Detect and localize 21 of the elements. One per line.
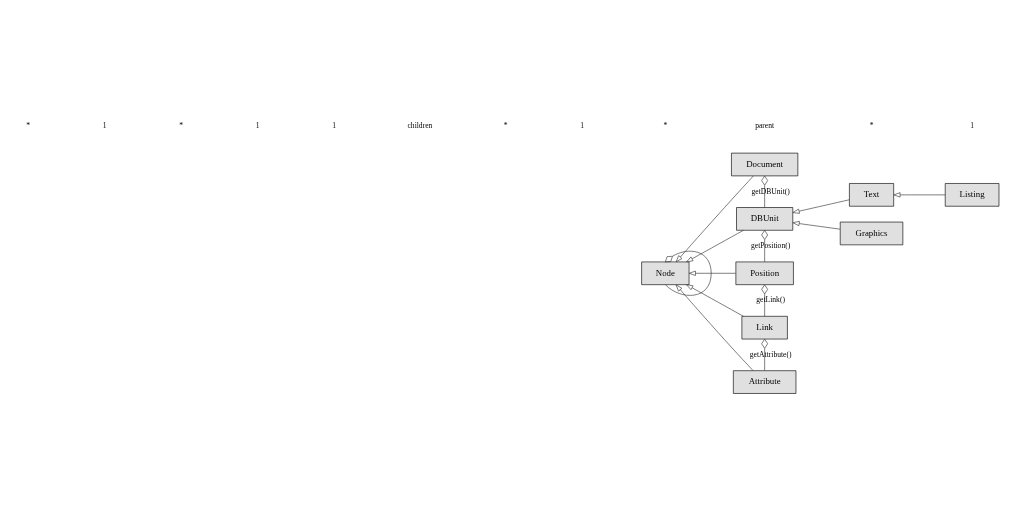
node-box: Attribute (733, 370, 797, 394)
arrow (675, 284, 754, 371)
arrow (675, 175, 754, 263)
connector (761, 175, 768, 208)
node-box: Listing (944, 183, 1000, 207)
arrow (686, 284, 744, 317)
node-box: Text (849, 183, 894, 207)
node-box: DBUnit (736, 207, 794, 231)
connector (665, 250, 712, 296)
node-box: Document (731, 152, 799, 177)
connector (761, 338, 768, 371)
connector (761, 230, 768, 263)
node-box: Link (741, 316, 788, 340)
node-box: Position (735, 261, 794, 285)
arrow (792, 221, 841, 230)
arrow (686, 230, 744, 263)
node-box: Node (641, 261, 690, 285)
arrow (893, 192, 946, 198)
node-box: Graphics (839, 221, 904, 246)
arrow (688, 270, 736, 276)
arrow (792, 199, 850, 214)
